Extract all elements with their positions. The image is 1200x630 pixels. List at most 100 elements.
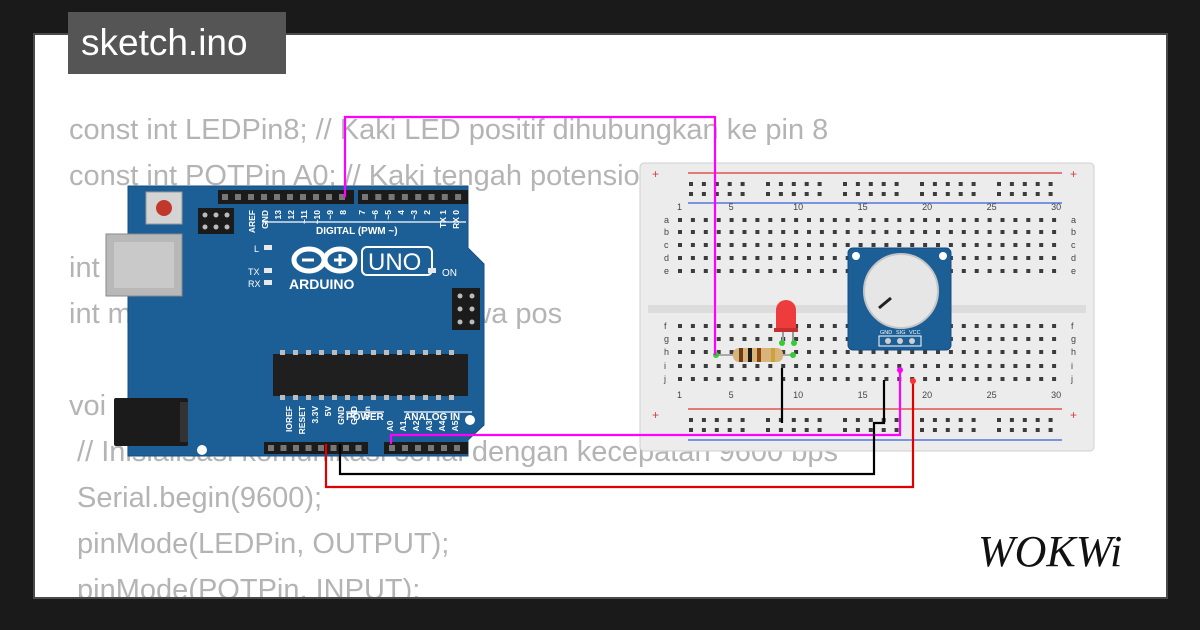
row-letter: c: [1071, 240, 1076, 250]
digital-pin-label: ~9: [325, 210, 335, 220]
analog-pin-label: A5: [450, 420, 460, 431]
column-number: 5: [729, 390, 734, 400]
digital-pin-label: 8: [338, 210, 348, 215]
reset-button-cap[interactable]: [156, 200, 172, 216]
analog-pin-label: A0: [385, 420, 395, 431]
digital-header-left: [218, 190, 354, 204]
column-number: 1: [677, 202, 682, 212]
column-number: 30: [1051, 390, 1061, 400]
row-letter: j: [1070, 374, 1073, 384]
wokwi-logo: WOKWi: [978, 527, 1122, 576]
digital-pin-label: 12: [286, 210, 296, 220]
wire-pin8-to-resistor[interactable]: [343, 115, 717, 355]
row-letter: d: [1071, 253, 1076, 263]
row-letter: h: [1071, 347, 1076, 357]
column-number: 25: [987, 390, 997, 400]
column-number: 30: [1051, 202, 1061, 212]
power-pin-label: GND: [349, 406, 359, 425]
atmega-chip: [273, 354, 468, 396]
rail-plus-label: +: [1070, 408, 1077, 422]
digital-pin-label: 7: [357, 210, 367, 215]
row-letter: h: [664, 347, 669, 357]
resistor[interactable]: [713, 348, 796, 362]
column-number: 20: [922, 202, 932, 212]
rail-plus-label: +: [652, 408, 659, 422]
row-letter: g: [1071, 334, 1076, 344]
digital-pin-label: 13: [273, 210, 283, 220]
column-number: 15: [858, 390, 868, 400]
uno-badge: [361, 246, 433, 276]
pot-pin-vcc-label: VCC: [909, 330, 921, 336]
row-letter: e: [664, 266, 669, 276]
arduino-infinity-logo: [291, 246, 358, 274]
digital-pin-label: GND: [260, 210, 270, 229]
led-label-rx: RX: [248, 279, 261, 289]
led-label-l: L: [254, 244, 259, 254]
digital-pin-label: TX 1: [438, 210, 448, 228]
code-line: pinMode(POTPin, INPUT);: [69, 574, 421, 599]
digital-pin-label: ~6: [370, 210, 380, 220]
wire-5v-to-pot-vcc[interactable]: [324, 381, 915, 489]
wires: [324, 115, 916, 489]
column-number: 1: [677, 390, 682, 400]
digital-pin-label: 2: [422, 210, 432, 215]
row-letter: b: [1071, 227, 1076, 237]
pot-pin-gnd-label: GND: [880, 330, 892, 336]
power-jack: [114, 398, 188, 446]
code-line: Serial.begin(9600);: [69, 482, 323, 514]
analog-label: ANALOG IN: [404, 412, 460, 423]
potentiometer-knob[interactable]: [863, 253, 939, 329]
column-number: 20: [922, 390, 932, 400]
digital-pin-label: ~3: [409, 210, 419, 220]
digital-pin-label: RX 0: [451, 210, 461, 229]
row-letter: b: [664, 227, 669, 237]
digital-pin-label: 4: [396, 210, 406, 215]
analog-pin-label: A4: [437, 420, 447, 431]
sketch-file-title: sketch.ino: [68, 12, 286, 74]
digital-pin-label: ~5: [383, 210, 393, 220]
led-label-tx: TX: [248, 267, 260, 277]
code-line: voi: [69, 390, 107, 422]
uno-model: UNO: [368, 249, 421, 276]
column-number: 15: [858, 202, 868, 212]
breadboard-holes: [678, 182, 1057, 432]
power-label: POWER: [346, 412, 385, 423]
row-letter: f: [1071, 321, 1074, 331]
power-pin-label: GND: [336, 406, 346, 425]
rail-plus-label: +: [652, 167, 659, 181]
wire-gnd-to-pot[interactable]: [338, 380, 886, 476]
rail-plus-label: +: [1070, 167, 1077, 181]
red-led[interactable]: [774, 300, 798, 346]
row-letter: e: [1071, 266, 1076, 276]
potentiometer-module[interactable]: GND SIG VCC: [847, 247, 952, 351]
digital-pin-label: ~10: [312, 210, 322, 225]
wire-a0-to-pot-sig[interactable]: [389, 370, 902, 444]
column-number: 5: [729, 202, 734, 212]
svg-text:WOKWi: WOKWi: [978, 527, 1122, 576]
digital-label: DIGITAL (PWM ~): [316, 226, 398, 237]
row-letter: d: [664, 253, 669, 263]
code-line: int: [69, 252, 108, 284]
column-number: 10: [793, 202, 803, 212]
row-letter: f: [664, 321, 667, 331]
row-letter: i: [1071, 361, 1073, 371]
row-letter: a: [664, 215, 669, 225]
analog-pin-label: A3: [424, 420, 434, 431]
digital-pin-label: AREF: [247, 210, 257, 233]
power-pin-label: RESET: [297, 405, 307, 434]
row-letter: a: [1071, 215, 1076, 225]
analog-pin-label: A2: [411, 420, 421, 431]
power-pin-label: 5V: [323, 406, 333, 417]
power-pin-label: 3.3V: [310, 406, 320, 424]
on-label: ON: [442, 268, 457, 279]
row-letter: g: [664, 334, 669, 344]
row-letter: i: [664, 361, 666, 371]
code-line: const int LEDPin8; // Kaki LED positif d…: [69, 114, 829, 146]
column-number: 25: [987, 202, 997, 212]
digital-header-right: [358, 190, 468, 204]
power-pin-label: IOREF: [284, 406, 294, 432]
power-header: [264, 442, 368, 454]
